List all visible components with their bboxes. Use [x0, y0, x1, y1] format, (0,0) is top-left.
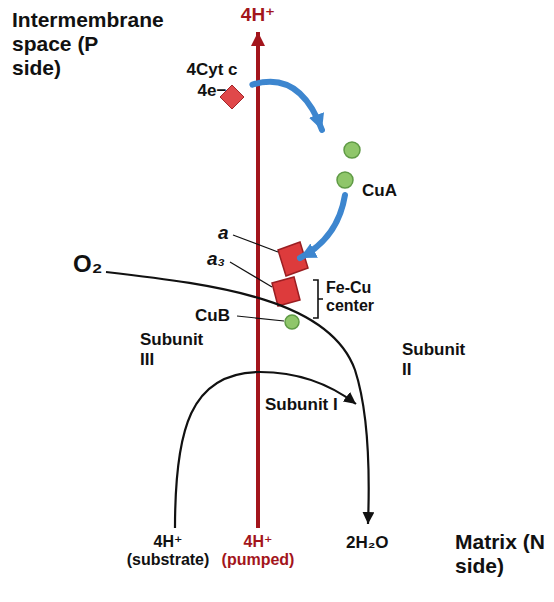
copper-label: CuB	[195, 306, 230, 326]
lipid	[485, 254, 502, 301]
lipid	[504, 254, 521, 301]
heme-a3	[272, 277, 300, 306]
lipid	[466, 254, 483, 301]
proton-label: 4H⁺	[241, 4, 275, 26]
subunit-ii-shape	[320, 104, 412, 473]
region-label: Matrix (N side)	[455, 530, 550, 578]
subunit-i-shape	[250, 231, 400, 464]
node-text: CuA	[362, 181, 397, 201]
subunit-i-shape-outline	[245, 225, 410, 470]
heme-label: a	[218, 222, 229, 244]
bracket	[313, 280, 323, 318]
lipid	[485, 190, 502, 237]
water-label: 2H₂O	[346, 533, 389, 553]
lipid	[504, 190, 521, 237]
protein-complex	[110, 58, 480, 560]
substrate-label: 4H⁺ (substrate)	[118, 533, 218, 570]
lipid	[120, 190, 137, 237]
lipid	[101, 190, 118, 237]
oxygen-label: O₂	[70, 250, 105, 278]
lipid	[63, 190, 80, 237]
copper-a	[337, 172, 353, 188]
subunit-iii-shape	[132, 203, 271, 499]
lipid	[466, 190, 483, 237]
node-text: Subunit II	[402, 340, 477, 379]
pumped-label: 4H⁺ (pumped)	[213, 533, 303, 570]
cytochrome-c-circle: 4Cyt c4e−	[167, 25, 257, 115]
node-text: 4e−	[198, 81, 227, 101]
electron-flow-arrow	[252, 82, 322, 130]
lipid	[82, 190, 99, 237]
center-label: Fe-Cu center	[326, 279, 406, 316]
copper-b	[285, 315, 299, 329]
leader-line	[230, 262, 272, 287]
leader-line	[237, 316, 284, 321]
subunit-i-shape: Subunit I	[245, 225, 410, 470]
lipid	[542, 254, 554, 301]
lipid	[542, 190, 554, 237]
lipid	[120, 254, 137, 301]
lipid	[523, 254, 540, 301]
lipid	[44, 254, 61, 301]
complex-highlight	[145, 85, 462, 260]
subunit-iii-shape: Subunit III	[128, 195, 278, 505]
lipid	[523, 190, 540, 237]
region-label: Intermembrane space (P side)	[12, 8, 132, 80]
node-text: Subunit I	[265, 395, 340, 415]
leader-line	[233, 235, 278, 252]
heme-label: a₃	[207, 248, 225, 270]
cytochrome-c-circle	[169, 27, 255, 113]
node-text: 4Cyt c	[186, 60, 237, 80]
copper-a	[344, 142, 360, 158]
substrate-proton-path	[175, 372, 356, 528]
lipid	[44, 190, 61, 237]
node-text: Subunit III	[140, 330, 220, 369]
electron-flow-arrow	[300, 195, 345, 258]
